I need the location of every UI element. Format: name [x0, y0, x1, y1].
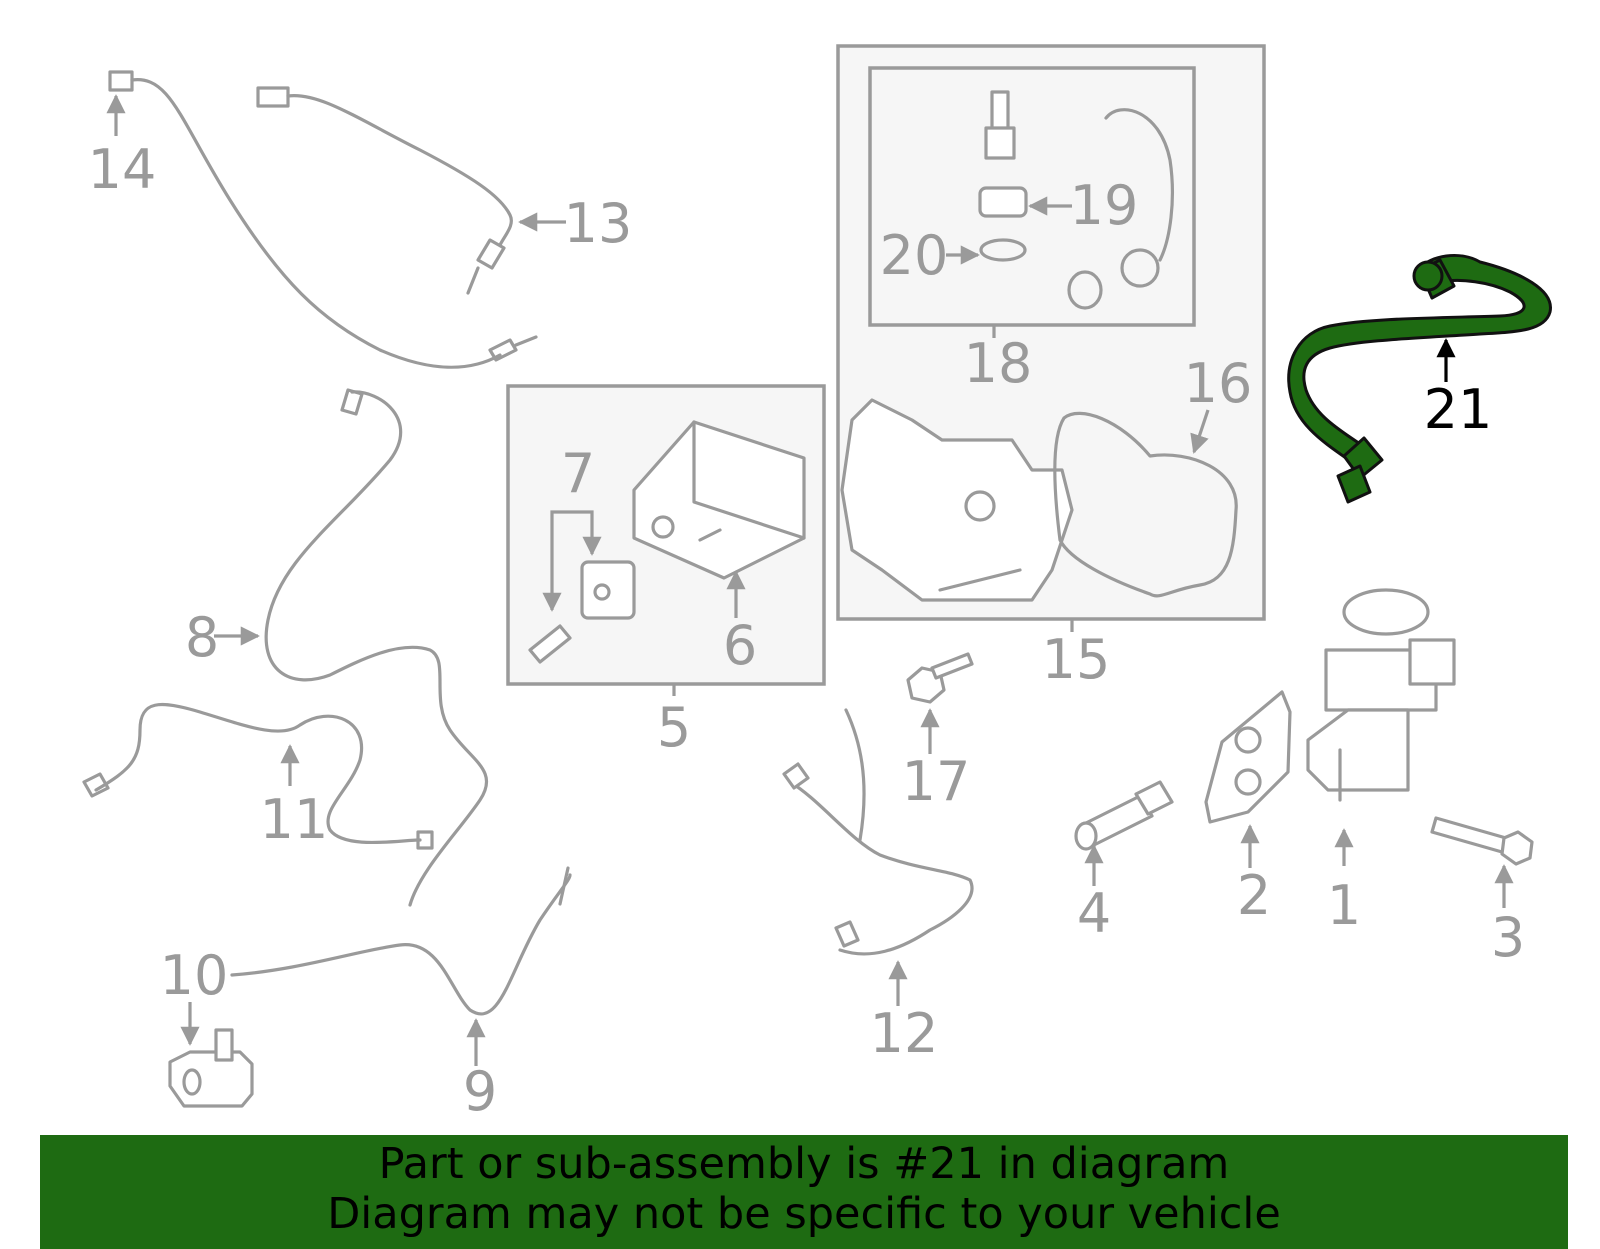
- callout-16: 16: [1184, 352, 1253, 415]
- callout-2: 2: [1237, 864, 1271, 927]
- callout-8: 8: [185, 606, 219, 669]
- part-18-pcv-group[interactable]: [946, 90, 1174, 310]
- callout-9: 9: [463, 1060, 497, 1123]
- part-13-oxygen-sensor[interactable]: [256, 86, 566, 295]
- info-banner: Part or sub-assembly is #21 in diagram D…: [40, 1135, 1568, 1249]
- part-2-gasket[interactable]: [1204, 690, 1292, 868]
- part-1-egr-valve[interactable]: [1306, 588, 1456, 866]
- part-3-bolt[interactable]: [1430, 816, 1534, 908]
- part-8-wire-harness[interactable]: [214, 388, 489, 907]
- callout-11: 11: [260, 788, 329, 851]
- callout-17: 17: [902, 750, 971, 813]
- callout-21-highlighted: 21: [1424, 378, 1493, 441]
- callout-5: 5: [657, 696, 691, 759]
- callout-10: 10: [160, 944, 229, 1007]
- part-14-oxygen-sensor[interactable]: [106, 70, 538, 369]
- callout-14: 14: [88, 138, 157, 201]
- part-6-vapor-canister[interactable]: [632, 420, 806, 618]
- part-21-hose-highlighted[interactable]: [1287, 254, 1552, 504]
- part-4-temperature-sensor[interactable]: [1074, 780, 1174, 886]
- part-11-wire-harness[interactable]: [82, 702, 434, 850]
- banner-line-1: Part or sub-assembly is #21 in diagram: [378, 1139, 1230, 1189]
- callout-6: 6: [723, 614, 757, 677]
- part-15-housing[interactable]: [840, 398, 1074, 602]
- callout-19: 19: [1070, 174, 1139, 237]
- part-9-vacuum-line[interactable]: [230, 866, 572, 1066]
- part-10-valve[interactable]: [168, 1002, 254, 1108]
- callout-12: 12: [870, 1002, 939, 1065]
- callout-15: 15: [1042, 628, 1111, 691]
- part-12-egr-tube[interactable]: [782, 708, 974, 1006]
- callout-1: 1: [1327, 874, 1361, 937]
- callout-18: 18: [964, 332, 1033, 395]
- callout-4: 4: [1077, 882, 1111, 945]
- part-16-gasket[interactable]: [1053, 409, 1238, 598]
- callout-20: 20: [880, 224, 949, 287]
- callout-3: 3: [1491, 906, 1525, 969]
- callout-7: 7: [561, 442, 595, 505]
- part-7-connectors[interactable]: [528, 510, 636, 664]
- part-17-bolt[interactable]: [906, 652, 974, 754]
- callout-13: 13: [564, 192, 633, 255]
- banner-line-2: Diagram may not be specific to your vehi…: [327, 1189, 1281, 1239]
